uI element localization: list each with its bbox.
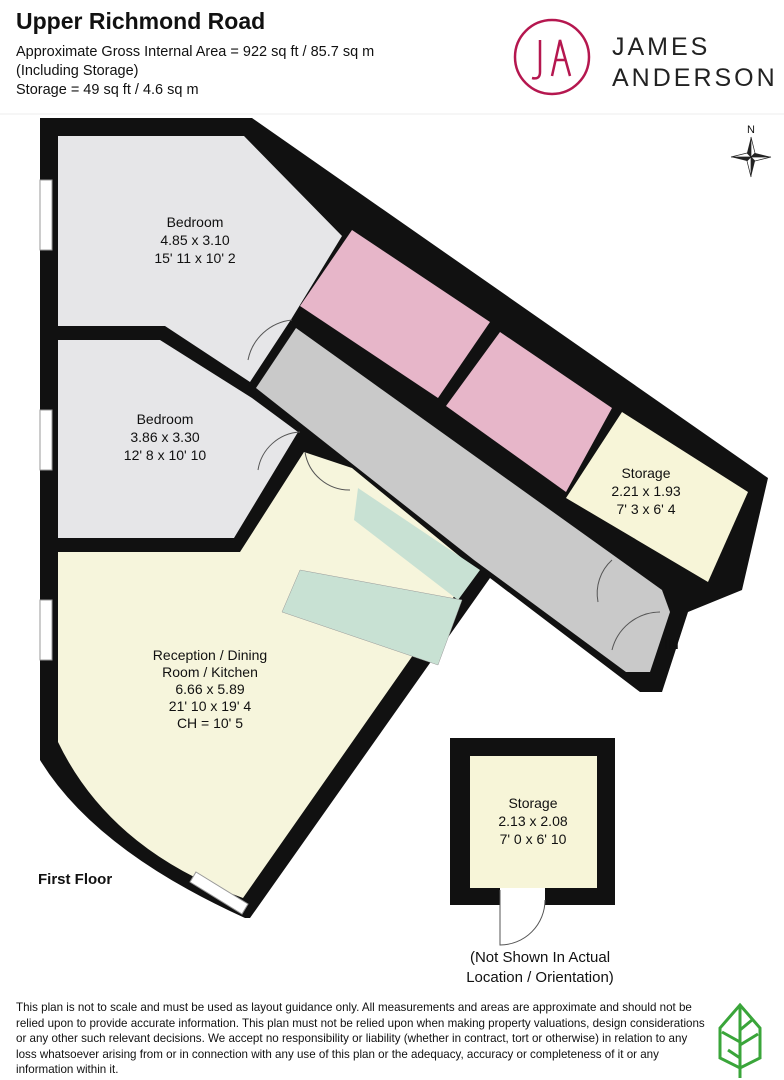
- brand-logo: [513, 18, 591, 96]
- entrance-label: IN: [664, 636, 679, 653]
- room-label-bedroom-1: Bedroom 4.85 x 3.10 15' 11 x 10' 2: [154, 214, 236, 266]
- gross-area: Approximate Gross Internal Area = 922 sq…: [16, 44, 375, 60]
- door[interactable]: [257, 431, 301, 471]
- compass-label: N: [747, 124, 755, 136]
- entrance-door[interactable]: [611, 611, 661, 651]
- svg-text:Storage: Storage: [621, 465, 670, 481]
- window: [39, 599, 53, 661]
- svg-text:21' 10 x 19' 4: 21' 10 x 19' 4: [169, 698, 252, 714]
- window: [39, 179, 53, 251]
- bedroom-2: [58, 340, 298, 538]
- svg-text:Room / Kitchen: Room / Kitchen: [162, 664, 258, 680]
- floor-label: First Floor: [38, 871, 113, 888]
- brand-name-line1: JAMES: [612, 33, 711, 61]
- brand-name-line2: ANDERSON: [612, 64, 778, 92]
- door[interactable]: [247, 319, 293, 361]
- door[interactable]: [304, 451, 351, 491]
- door[interactable]: [499, 890, 546, 946]
- reception-dining-kitchen: [58, 452, 474, 898]
- svg-text:7' 0 x 6' 10: 7' 0 x 6' 10: [500, 831, 567, 847]
- page-title: Upper Richmond Road: [16, 8, 266, 34]
- svg-text:7' 3 x 6' 4: 7' 3 x 6' 4: [616, 501, 675, 517]
- bathroom-2: [446, 332, 612, 492]
- room-label-storage-2: Storage 2.13 x 2.08 7' 0 x 6' 10: [498, 795, 567, 847]
- svg-text:Storage: Storage: [508, 795, 557, 811]
- storage-note: (Not Shown In Actual Location / Orientat…: [466, 949, 614, 986]
- hallway: [256, 328, 670, 672]
- storage-area: Storage = 49 sq ft / 4.6 sq m: [16, 82, 199, 98]
- storage-2-doorway: [500, 888, 545, 905]
- svg-text:Bedroom: Bedroom: [167, 214, 224, 230]
- disclaimer: This plan is not to scale and must be us…: [16, 1001, 705, 1076]
- bathroom-1: [300, 230, 490, 398]
- kitchen-island: [281, 569, 463, 666]
- window: [189, 871, 249, 915]
- svg-text:2.21 x 1.93: 2.21 x 1.93: [611, 483, 680, 499]
- svg-text:6.66 x 5.89: 6.66 x 5.89: [175, 681, 244, 697]
- room-label-reception: Reception / Dining Room / Kitchen 6.66 x…: [153, 647, 267, 731]
- svg-text:2.13 x 2.08: 2.13 x 2.08: [498, 813, 567, 829]
- svg-text:Reception / Dining: Reception / Dining: [153, 647, 267, 663]
- storage-room-1: [566, 412, 748, 582]
- bedroom-1: [58, 136, 342, 382]
- storage-room-2: [470, 756, 597, 888]
- leaf-logo-icon: [718, 1002, 762, 1078]
- svg-text:12' 8 x 10' 10: 12' 8 x 10' 10: [124, 447, 207, 463]
- including-storage: (Including Storage): [16, 63, 139, 79]
- svg-text:CH = 10' 5: CH = 10' 5: [177, 715, 243, 731]
- compass-rose-icon: N: [730, 124, 772, 178]
- room-label-bedroom-2: Bedroom 3.86 x 3.30 12' 8 x 10' 10: [124, 411, 207, 463]
- door[interactable]: [596, 559, 613, 603]
- svg-text:3.86 x 3.30: 3.86 x 3.30: [130, 429, 199, 445]
- kitchen-counter: [354, 488, 480, 600]
- svg-text:15' 11 x 10' 2: 15' 11 x 10' 2: [154, 250, 236, 266]
- svg-text:Bedroom: Bedroom: [137, 411, 194, 427]
- svg-text:4.85 x 3.10: 4.85 x 3.10: [160, 232, 229, 248]
- room-label-storage-1: Storage 2.21 x 1.93 7' 3 x 6' 4: [611, 465, 680, 517]
- window: [39, 409, 53, 471]
